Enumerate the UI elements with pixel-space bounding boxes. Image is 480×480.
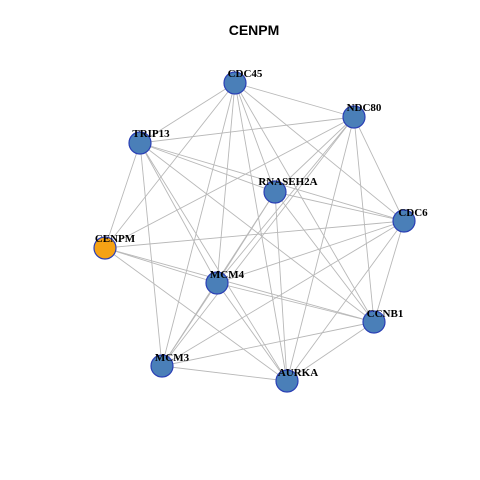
- node-ccnb1: [362, 310, 386, 334]
- edge-cdc45-rnaseh2a: [234, 82, 276, 193]
- edge-trip13-cenpm: [104, 142, 141, 249]
- edge-cdc45-ndc80: [234, 82, 355, 118]
- node-cenpm: [93, 236, 117, 260]
- node-label-cdc45: CDC45: [228, 68, 263, 80]
- edge-cenpm-ccnb1: [104, 247, 375, 323]
- edge-cenpm-mcm4: [104, 247, 218, 284]
- node-label-ccnb1: CCNB1: [367, 308, 404, 320]
- edge-ndc80-trip13: [139, 116, 355, 144]
- edge-trip13-mcm3: [139, 142, 163, 367]
- node-label-mcm3: MCM3: [155, 352, 190, 364]
- node-ndc80: [342, 105, 366, 129]
- edge-mcm4-ccnb1: [216, 282, 375, 323]
- edge-cdc45-cdc6: [234, 82, 405, 222]
- node-cdc6: [392, 209, 416, 233]
- edge-ndc80-ccnb1: [353, 116, 375, 323]
- node-cdc45: [223, 71, 247, 95]
- node-label-cenpm: CENPM: [95, 233, 136, 245]
- edge-rnaseh2a-aurka: [274, 191, 288, 382]
- edge-ndc80-cdc6: [353, 116, 405, 222]
- node-label-ndc80: NDC80: [347, 102, 382, 114]
- edge-rnaseh2a-ccnb1: [274, 191, 375, 323]
- edge-cdc45-aurka: [234, 82, 288, 382]
- edge-mcm4-mcm3: [161, 282, 218, 367]
- edges-layer: [104, 82, 405, 382]
- node-mcm3: [150, 354, 174, 378]
- node-label-aurka: AURKA: [278, 367, 318, 379]
- edge-cdc45-mcm4: [216, 82, 236, 284]
- edge-cdc45-ccnb1: [234, 82, 375, 323]
- edge-rnaseh2a-mcm4: [216, 191, 276, 284]
- edge-trip13-mcm4: [139, 142, 218, 284]
- edge-trip13-ccnb1: [139, 142, 375, 323]
- edge-ndc80-mcm3: [161, 116, 355, 367]
- edge-ndc80-mcm4: [216, 116, 355, 284]
- node-rnaseh2a: [263, 180, 287, 204]
- edge-ccnb1-aurka: [286, 321, 375, 382]
- node-aurka: [275, 369, 299, 393]
- edge-cdc6-mcm3: [161, 220, 405, 367]
- node-label-rnaseh2a: RNASEH2A: [258, 176, 317, 188]
- node-label-trip13: TRIP13: [132, 128, 170, 140]
- edge-cdc6-aurka: [286, 220, 405, 382]
- node-mcm4: [205, 271, 229, 295]
- edge-cdc6-mcm4: [216, 220, 405, 284]
- node-trip13: [128, 131, 152, 155]
- edge-trip13-rnaseh2a: [139, 142, 276, 193]
- edge-mcm3-aurka: [161, 365, 288, 382]
- edge-cdc45-trip13: [139, 82, 236, 144]
- edge-ndc80-rnaseh2a: [274, 116, 355, 193]
- edge-trip13-aurka: [139, 142, 288, 382]
- diagram-title: CENPM: [229, 22, 280, 38]
- edge-rnaseh2a-cdc6: [274, 191, 405, 222]
- edge-cdc45-mcm3: [161, 82, 236, 367]
- edge-ndc80-cenpm: [104, 116, 355, 249]
- edge-cdc6-ccnb1: [373, 220, 405, 323]
- node-label-cdc6: CDC6: [398, 207, 428, 219]
- edge-cdc6-cenpm: [104, 220, 405, 249]
- nodes-layer: [93, 71, 416, 393]
- edge-ccnb1-mcm3: [161, 321, 375, 367]
- node-label-mcm4: MCM4: [210, 269, 245, 281]
- edge-mcm4-aurka: [216, 282, 288, 382]
